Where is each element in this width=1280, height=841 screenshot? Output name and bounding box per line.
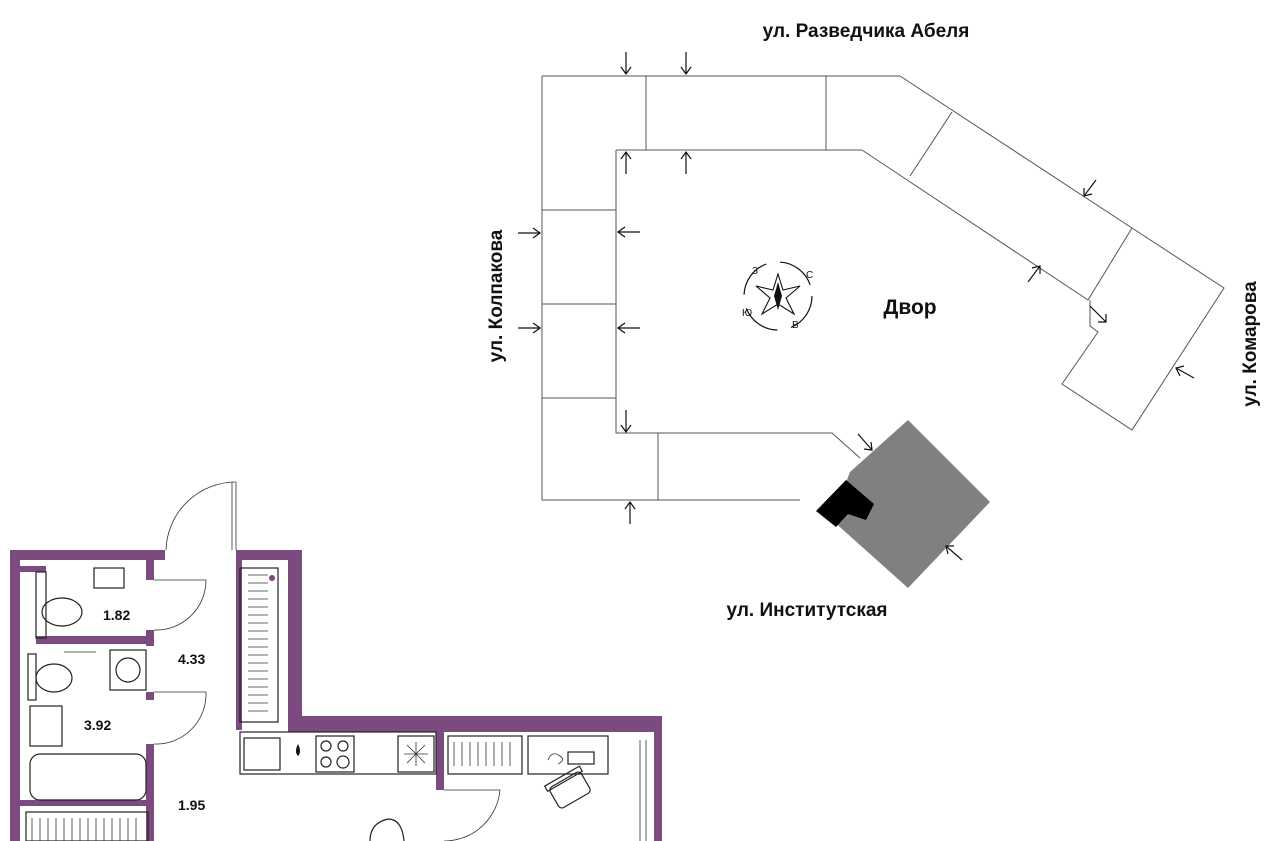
arrow-icon [620, 150, 632, 174]
compass-north-label: С [806, 270, 813, 281]
street-label-east: ул. Комарова [1240, 281, 1261, 407]
arrow-icon [620, 52, 632, 76]
arrow-icon [616, 322, 640, 334]
building-outline [541, 75, 1225, 501]
street-label-north: ул. Разведчика Абеля [763, 21, 970, 42]
arrow-icon [616, 226, 640, 238]
chair-icon [543, 765, 591, 809]
wc-cistern [35, 571, 47, 639]
sink-icon [29, 705, 63, 747]
kitchen-door [444, 789, 501, 841]
arrow-icon [1027, 265, 1041, 283]
arrow-icon [1083, 179, 1097, 197]
walls [10, 550, 662, 841]
sink-icon [93, 567, 125, 589]
desk [527, 735, 609, 775]
toilet-icon [41, 597, 83, 627]
arrow-icon [680, 150, 692, 174]
bathroom-door [153, 691, 207, 745]
radiator-icon [239, 567, 279, 723]
selected-section-marker [816, 480, 874, 527]
kitchen-fixtures [239, 731, 609, 841]
kitchen-counter [239, 731, 437, 775]
washing-machine-icon [109, 649, 147, 691]
arrow-icon [518, 227, 542, 239]
floor-plan: 1.82 4.33 3.92 1.95 [10, 481, 662, 841]
selected-building [816, 420, 990, 588]
entrance-arrows [518, 52, 1195, 561]
wc-fixtures [35, 567, 125, 639]
arrow-icon [1175, 365, 1195, 379]
bathtub-icon [29, 753, 147, 801]
entry-door-swing [165, 481, 237, 551]
laptop-icon [567, 751, 595, 765]
arrow-icon [624, 500, 636, 524]
room-area-bathroom: 3.92 [84, 717, 111, 733]
arrow-icon [518, 322, 542, 334]
room-area-corridor: 1.95 [178, 797, 205, 813]
room-area-wc: 1.82 [103, 607, 130, 623]
arrow-icon [945, 545, 963, 561]
toilet-icon [35, 663, 73, 693]
bathroom-fixtures [27, 649, 147, 801]
arrow-icon [1089, 305, 1107, 323]
arrow-icon [620, 410, 632, 434]
compass-icon: С З Ю В [742, 261, 813, 331]
compass-west-label: З [752, 266, 758, 277]
arrow-icon [857, 433, 873, 451]
doors [153, 481, 647, 841]
arrow-icon [680, 52, 692, 76]
yard-label: Двор [883, 296, 936, 319]
fridge-icon [397, 735, 435, 773]
selected-building-shape [832, 420, 990, 588]
chair-icon [369, 818, 405, 841]
compass-south-label: Ю [742, 308, 752, 319]
room-area-hall: 4.33 [178, 651, 205, 667]
site-plan: ул. Разведчика Абеля ул. Колпакова ул. К… [486, 21, 1261, 621]
snowflake-icon [404, 742, 428, 766]
street-label-west: ул. Колпакова [486, 229, 507, 362]
wc-door [153, 579, 207, 631]
radiators [25, 567, 523, 841]
radiator-icon [25, 811, 149, 841]
headphones-icon [547, 753, 563, 765]
water-drop-icon [296, 744, 300, 756]
compass-east-label: В [792, 320, 799, 331]
radiator-icon [447, 735, 523, 775]
sink-icon [243, 737, 281, 771]
stove-icon [315, 735, 355, 773]
street-label-south: ул. Институтская [727, 600, 888, 621]
